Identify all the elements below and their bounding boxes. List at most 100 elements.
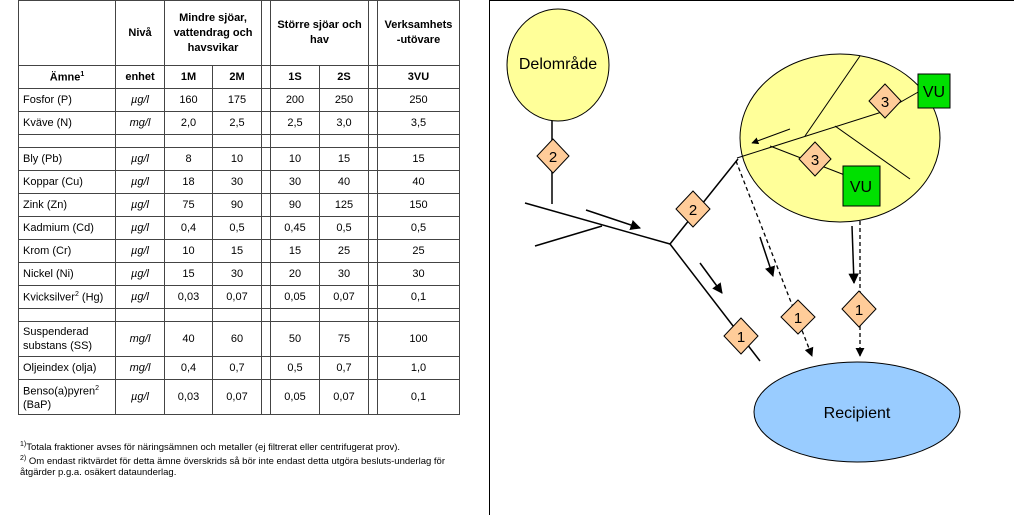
- value-cell: 50: [270, 321, 320, 357]
- marker-1-right: 1: [841, 290, 877, 328]
- value-cell: 15: [319, 147, 369, 171]
- value-cell: 2,5: [270, 111, 320, 135]
- header-small-waters: Mindre sjöar, vattendrag och havsvikar: [164, 0, 262, 66]
- value-cell: 30: [212, 262, 262, 286]
- flow-arrow: [585, 209, 641, 230]
- substance-cell: Fosfor (P): [18, 88, 116, 112]
- svg-text:1: 1: [737, 329, 745, 346]
- value-cell: 0,4: [164, 216, 213, 240]
- operator-area-ellipse: [739, 53, 941, 223]
- svg-text:2: 2: [549, 149, 557, 166]
- value-cell: 15: [270, 239, 320, 263]
- flow-arrow: [751, 128, 791, 145]
- substance-cell: Suspenderad substans (SS): [18, 321, 116, 357]
- marker-1-middle: 1: [780, 299, 816, 335]
- footnote-1: 1)Totala fraktioner avses för näringsämn…: [20, 441, 401, 454]
- value-cell: 200: [270, 88, 320, 112]
- marker-1-left: 1: [723, 317, 759, 355]
- value-cell: 60: [212, 321, 262, 357]
- value-cell: 90: [270, 193, 320, 217]
- value-cell: 15: [164, 262, 213, 286]
- substance-cell: Bly (Pb): [18, 147, 116, 171]
- substance-cell: Kadmium (Cd): [18, 216, 116, 240]
- value-cell: 125: [319, 193, 369, 217]
- footnotes: 1)Totala fraktioner avses för näringsämn…: [20, 439, 460, 478]
- stream-line: [534, 225, 603, 247]
- unit-cell: mg/l: [115, 321, 165, 357]
- value-cell: 0,1: [377, 379, 460, 415]
- header-large-waters: Större sjöar och hav: [270, 0, 369, 66]
- header-operator: Verksamhets -utövare: [377, 0, 460, 66]
- value-cell: 175: [212, 88, 262, 112]
- vu-box-lower: [842, 165, 881, 207]
- unit-cell: µg/l: [115, 379, 165, 415]
- subheader-unit: enhet: [115, 65, 165, 89]
- value-cell: 0,07: [319, 379, 369, 415]
- spacer-row: [18, 134, 460, 148]
- value-cell: 40: [164, 321, 213, 357]
- subheader-3vu: 3VU: [377, 65, 460, 89]
- value-cell: 90: [212, 193, 262, 217]
- flow-arrow: [699, 262, 723, 294]
- value-cell: 0,03: [164, 285, 213, 309]
- value-cell: 30: [212, 170, 262, 194]
- stream-line: [524, 202, 671, 245]
- value-cell: 3,5: [377, 111, 460, 135]
- substance-cell: Oljeindex (olja): [18, 356, 116, 380]
- value-cell: 30: [377, 262, 460, 286]
- value-cell: 0,07: [212, 285, 262, 309]
- value-cell: 25: [377, 239, 460, 263]
- vu-box-upper: [917, 73, 951, 109]
- value-cell: 20: [270, 262, 320, 286]
- value-cell: 0,7: [319, 356, 369, 380]
- catchment-diagram: Delområde Recipient VU VU 2 2 3 3: [506, 8, 961, 463]
- value-cell: 0,5: [377, 216, 460, 240]
- top-border: [489, 0, 1014, 1]
- recipient-ellipse: [753, 361, 961, 463]
- value-cell: 10: [212, 147, 262, 171]
- value-cell: 0,4: [164, 356, 213, 380]
- value-cell: 25: [319, 239, 369, 263]
- value-cell: 30: [319, 262, 369, 286]
- value-cell: 3,0: [319, 111, 369, 135]
- recipient-label: Recipient: [824, 405, 891, 422]
- value-cell: 75: [319, 321, 369, 357]
- footnote-2: 2) Om endast riktvärdet för detta ämne ö…: [20, 455, 445, 479]
- value-cell: 2,5: [212, 111, 262, 135]
- substance-cell: Koppar (Cu): [18, 170, 116, 194]
- value-cell: 100: [377, 321, 460, 357]
- value-cell: 0,03: [164, 379, 213, 415]
- marker-2-stream: 2: [675, 190, 711, 228]
- delomrade-ellipse: [506, 8, 610, 122]
- drain-line: [804, 55, 861, 137]
- substance-cell: Krom (Cr): [18, 239, 116, 263]
- unit-cell: µg/l: [115, 88, 165, 112]
- value-cell: 1,0: [377, 356, 460, 380]
- value-cell: 0,07: [212, 379, 262, 415]
- subheader-substance: Ämne1: [18, 65, 116, 89]
- value-cell: 10: [164, 239, 213, 263]
- svg-text:1: 1: [794, 310, 802, 327]
- panel-divider: [489, 0, 490, 515]
- value-cell: 40: [377, 170, 460, 194]
- unit-cell: mg/l: [115, 356, 165, 380]
- vu-label-upper: VU: [923, 84, 945, 101]
- substance-cell: Kvicksilver2 (Hg): [18, 285, 116, 309]
- value-cell: 0,5: [270, 356, 320, 380]
- svg-text:2: 2: [689, 202, 697, 219]
- value-cell: 250: [319, 88, 369, 112]
- value-cell: 75: [164, 193, 213, 217]
- header-niva: Nivå: [115, 0, 165, 66]
- unit-cell: µg/l: [115, 216, 165, 240]
- drain-line: [834, 125, 911, 180]
- value-cell: 150: [377, 193, 460, 217]
